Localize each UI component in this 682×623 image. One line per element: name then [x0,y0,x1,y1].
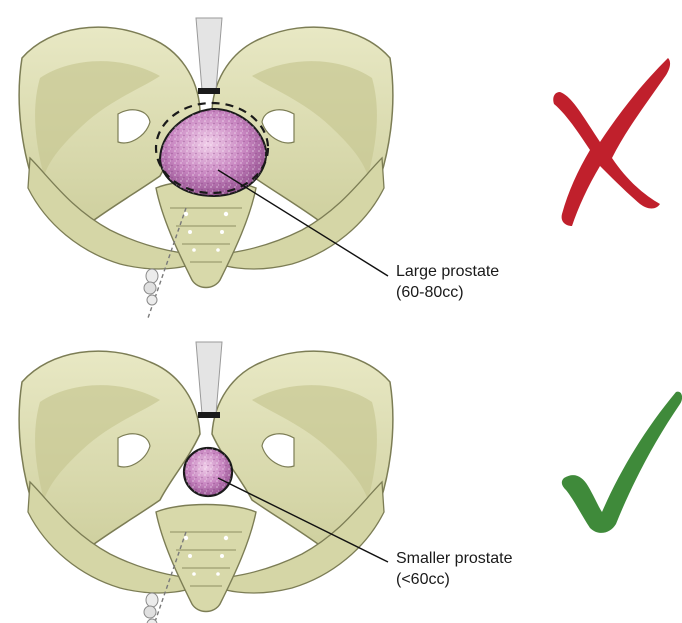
check-mark-icon [562,392,682,533]
small-prostate-label: Smaller prostate [396,550,513,567]
small-prostate-volume: (<60cc) [396,571,450,588]
cross-mark-icon [553,58,670,226]
small-prostate-shape [184,448,232,496]
panel-small-prostate: Smaller prostate (<60cc) [19,342,682,623]
large-prostate-volume: (60-80cc) [396,284,464,301]
large-prostate-label: Large prostate [396,263,499,280]
panel-large-prostate: Large prostate (60-80cc) [19,18,670,318]
